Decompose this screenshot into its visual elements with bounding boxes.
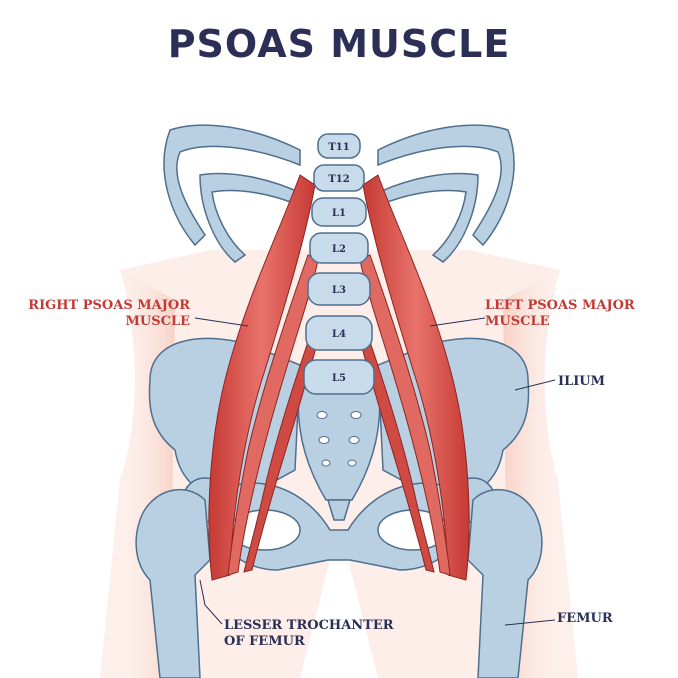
right-femur: [135, 489, 211, 678]
left-femur: [467, 489, 543, 678]
label-line: LESSER TROCHANTER: [224, 618, 394, 633]
lesser-trochanter-label: LESSER TROCHANTER OF FEMUR: [224, 618, 394, 650]
ilium-label: ILIUM: [558, 374, 606, 389]
right-psoas-major: [208, 174, 319, 581]
femurs: [135, 477, 543, 678]
vertebra-label: L5: [332, 373, 346, 384]
vertebra-t12: [313, 164, 365, 192]
spine: [303, 133, 375, 395]
vertebra-l5: [303, 359, 375, 395]
femur-label: FEMUR: [557, 611, 613, 626]
vertebra-label: L3: [332, 285, 346, 296]
page-title: PSOAS MUSCLE: [167, 22, 511, 66]
label-line: RIGHT PSOAS MAJOR: [28, 298, 190, 313]
coccyx: [326, 499, 352, 521]
right-psoas-label: RIGHT PSOAS MAJOR MUSCLE: [18, 298, 190, 330]
vertebra-l2: [309, 232, 369, 264]
vertebra-label: L4: [332, 329, 346, 340]
vertebra-label: T11: [328, 142, 349, 153]
left-psoas-major: [359, 174, 470, 581]
vertebra-l1: [311, 197, 367, 227]
label-line: MUSCLE: [485, 314, 550, 329]
label-line: OF FEMUR: [224, 634, 305, 649]
vertebra-label: T12: [328, 174, 349, 185]
vertebra-t11: [317, 133, 361, 159]
vertebra-labels: T11 T12 L1 L2 L3 L4 L5: [328, 142, 349, 384]
left-psoas-label: LEFT PSOAS MAJOR MUSCLE: [485, 298, 635, 330]
vertebra-l3: [307, 272, 371, 306]
vertebra-l4: [305, 315, 373, 351]
vertebra-label: L2: [332, 244, 346, 255]
rib-cage: [163, 124, 515, 263]
label-line: LEFT PSOAS MAJOR: [485, 298, 635, 313]
vertebra-label: L1: [332, 208, 346, 219]
sacrum: [297, 379, 381, 501]
leader-lines: [194, 317, 556, 626]
label-line: MUSCLE: [125, 314, 190, 329]
